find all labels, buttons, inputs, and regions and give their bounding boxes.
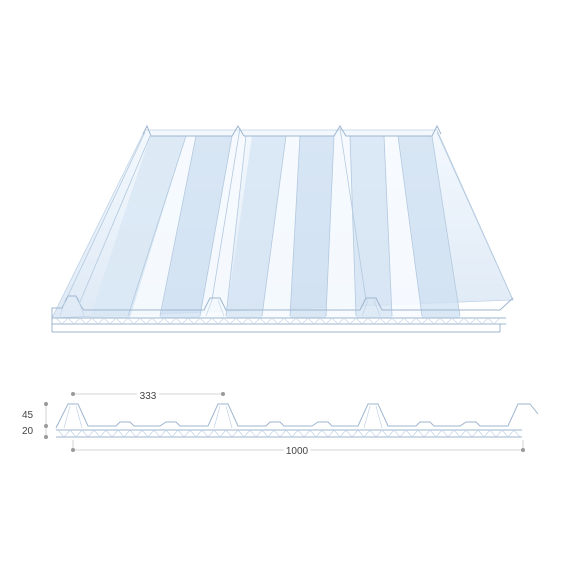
height-mid-dot xyxy=(44,424,48,428)
width-dimension-start-dot xyxy=(71,448,75,452)
sheet-highlights xyxy=(130,136,422,318)
width-dimension: 1000 xyxy=(71,440,525,460)
base-height-label: 20 xyxy=(22,426,34,437)
sheet-top-edge xyxy=(142,124,442,137)
pitch-dimension-label: 333 xyxy=(140,391,157,402)
sheet-perspective-view xyxy=(51,124,514,333)
width-dimension-end-dot xyxy=(521,448,525,452)
profile-outline xyxy=(55,403,539,438)
profile-truss xyxy=(57,405,521,438)
sheet-valleys xyxy=(90,136,460,318)
height-dimension: 45 20 xyxy=(22,402,48,439)
width-dimension-label: 1000 xyxy=(286,446,309,457)
sheet-front-truss xyxy=(55,297,501,325)
sheet-profile-section: 333 45 20 1000 xyxy=(22,388,539,460)
rib-height-label: 45 xyxy=(22,410,34,421)
pitch-dimension-start-dot xyxy=(71,392,75,396)
sheet-rib-lines xyxy=(65,127,514,317)
pitch-dimension-end-dot xyxy=(221,392,225,396)
height-bottom-dot xyxy=(44,435,48,439)
pitch-dimension: 333 xyxy=(71,388,225,405)
height-top-dot xyxy=(44,402,48,406)
